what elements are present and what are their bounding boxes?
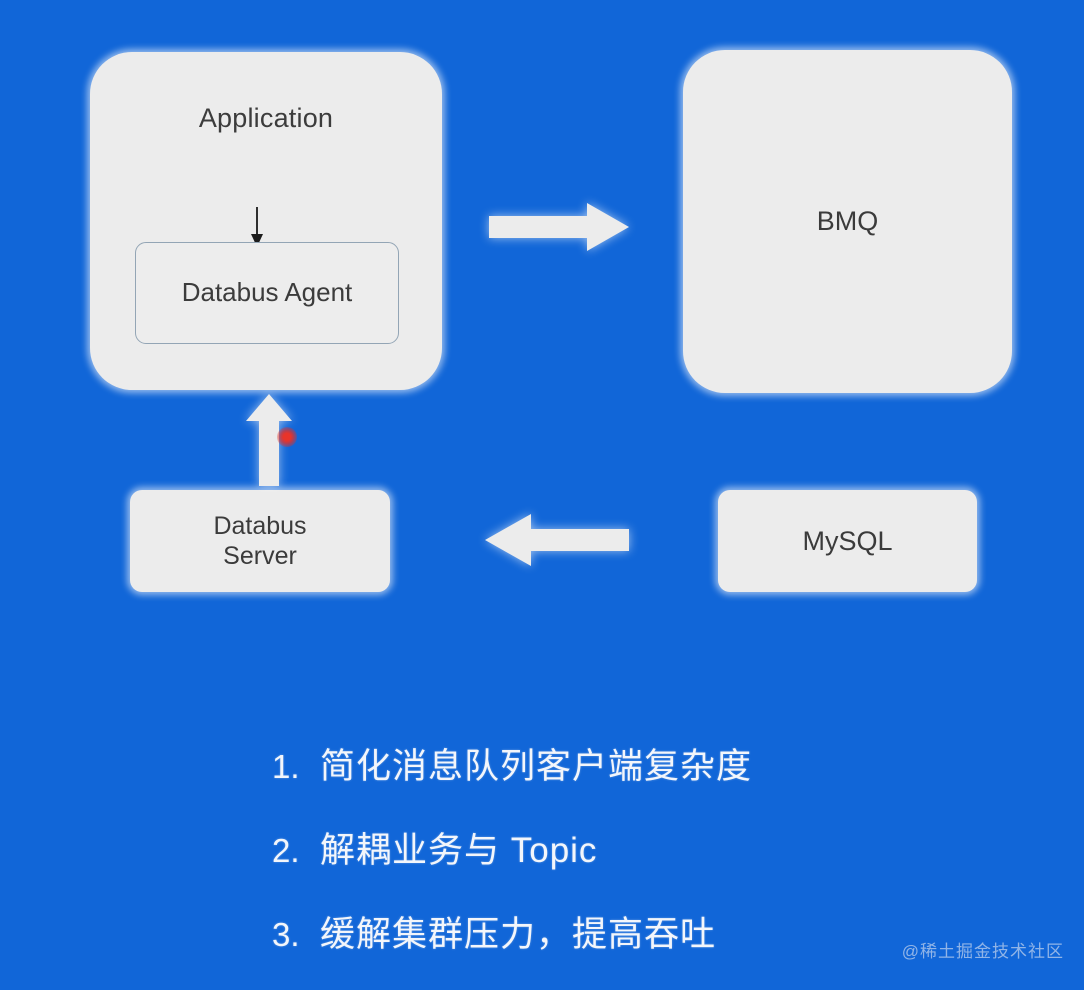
databus-agent-label: Databus Agent — [181, 277, 353, 308]
databus-server-label: Databus Server — [213, 511, 306, 572]
watermark: @稀土掘金技术社区 — [901, 942, 1064, 961]
arrow-left-icon — [485, 514, 629, 566]
mysql-node[interactable]: MySQL — [718, 490, 977, 592]
databus-server-node[interactable]: Databus Server — [130, 490, 390, 592]
mysql-label: MySQL — [802, 525, 893, 556]
list-item-text: 简化消息队列客户端复杂度 — [320, 747, 753, 786]
list-item-number: 1. — [272, 748, 300, 785]
databus-server-label-line2: Server — [223, 542, 297, 570]
bmq-node[interactable]: BMQ — [683, 50, 1012, 393]
bmq-label: BMQ — [816, 206, 879, 237]
cursor-dot-icon — [277, 427, 297, 447]
application-label: Application — [198, 103, 334, 133]
benefits-list: 1. 简化消息队列客户端复杂度 2. 解耦业务与 Topic 3. 缓解集群压力… — [272, 738, 972, 990]
list-item-number: 3. — [272, 916, 300, 953]
list-item-text: 缓解集群压力，提高吞吐 — [320, 915, 717, 954]
arrow-right-icon — [489, 203, 629, 251]
list-item: 1. 简化消息队列客户端复杂度 — [272, 738, 972, 789]
arrow-up-icon — [246, 394, 292, 486]
list-item: 3. 缓解集群压力，提高吞吐 — [272, 906, 972, 957]
list-item: 2. 解耦业务与 Topic — [272, 822, 972, 873]
databus-server-label-line1: Databus — [213, 511, 307, 540]
list-item-text: 解耦业务与 Topic — [320, 831, 598, 870]
databus-agent-node[interactable]: Databus Agent — [135, 242, 399, 344]
list-item-number: 2. — [272, 832, 300, 869]
application-container-node[interactable]: Application Databus Agent — [90, 52, 442, 390]
arrow-down-icon — [250, 207, 264, 247]
